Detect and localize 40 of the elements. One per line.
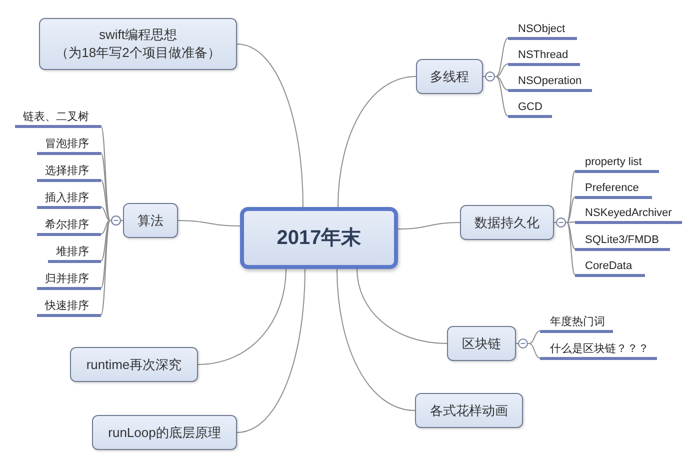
subtopic-label: NSOperation [508, 74, 592, 92]
subtopic-label: 冒泡排序 [37, 137, 101, 155]
subtopic-label: 快速排序 [37, 299, 101, 317]
subtopic-label: 希尔排序 [37, 218, 101, 236]
subtopic-label: SQLite3/FMDB [575, 233, 670, 251]
subtopic-label: NSThread [508, 48, 580, 66]
topic-box: 算法 [123, 203, 178, 238]
connector-line [336, 268, 416, 411]
subtopic-label: GCD [508, 100, 552, 118]
connector-line [178, 220, 240, 226]
subtopic-label: NSKeyedArchiver [575, 206, 682, 224]
subtopic-label: property list [575, 155, 659, 173]
central-topic-box: 2017年末 [240, 207, 398, 269]
topic-box: swift编程思想（为18年写2个项目做准备） [39, 18, 237, 70]
connector-line [236, 44, 304, 208]
connector-line [338, 76, 416, 208]
connector-line [398, 222, 460, 230]
topic-box: 各式花样动画 [415, 393, 523, 428]
topic-box: 数据持久化 [460, 205, 554, 240]
connector-line [516, 338, 540, 358]
subtopic-label: 什么是区块链？？？ [540, 342, 657, 360]
subtopic-label: CoreData [575, 259, 645, 277]
subtopic-label: 归并排序 [37, 272, 101, 290]
subtopic-label: 堆排序 [48, 245, 101, 263]
connector-line [356, 268, 448, 344]
subtopic-label: Preference [575, 181, 652, 199]
connector-line [554, 218, 576, 276]
topic-box: 多线程 [416, 59, 483, 94]
topic-box: runtime再次深究 [70, 347, 198, 382]
topic-box: runLoop的底层原理 [92, 415, 237, 450]
subtopic-label: 年度热门词 [540, 315, 613, 333]
subtopic-label: 选择排序 [37, 164, 101, 182]
connector-line [236, 268, 306, 433]
subtopic-label: 链表、二叉树 [15, 110, 101, 128]
topic-box: 区块链 [447, 326, 516, 361]
subtopic-label: NSObject [508, 22, 577, 40]
subtopic-label: 插入排序 [37, 191, 101, 209]
connector-line [482, 72, 508, 116]
connector-line [198, 268, 286, 365]
connector-line [100, 216, 124, 316]
